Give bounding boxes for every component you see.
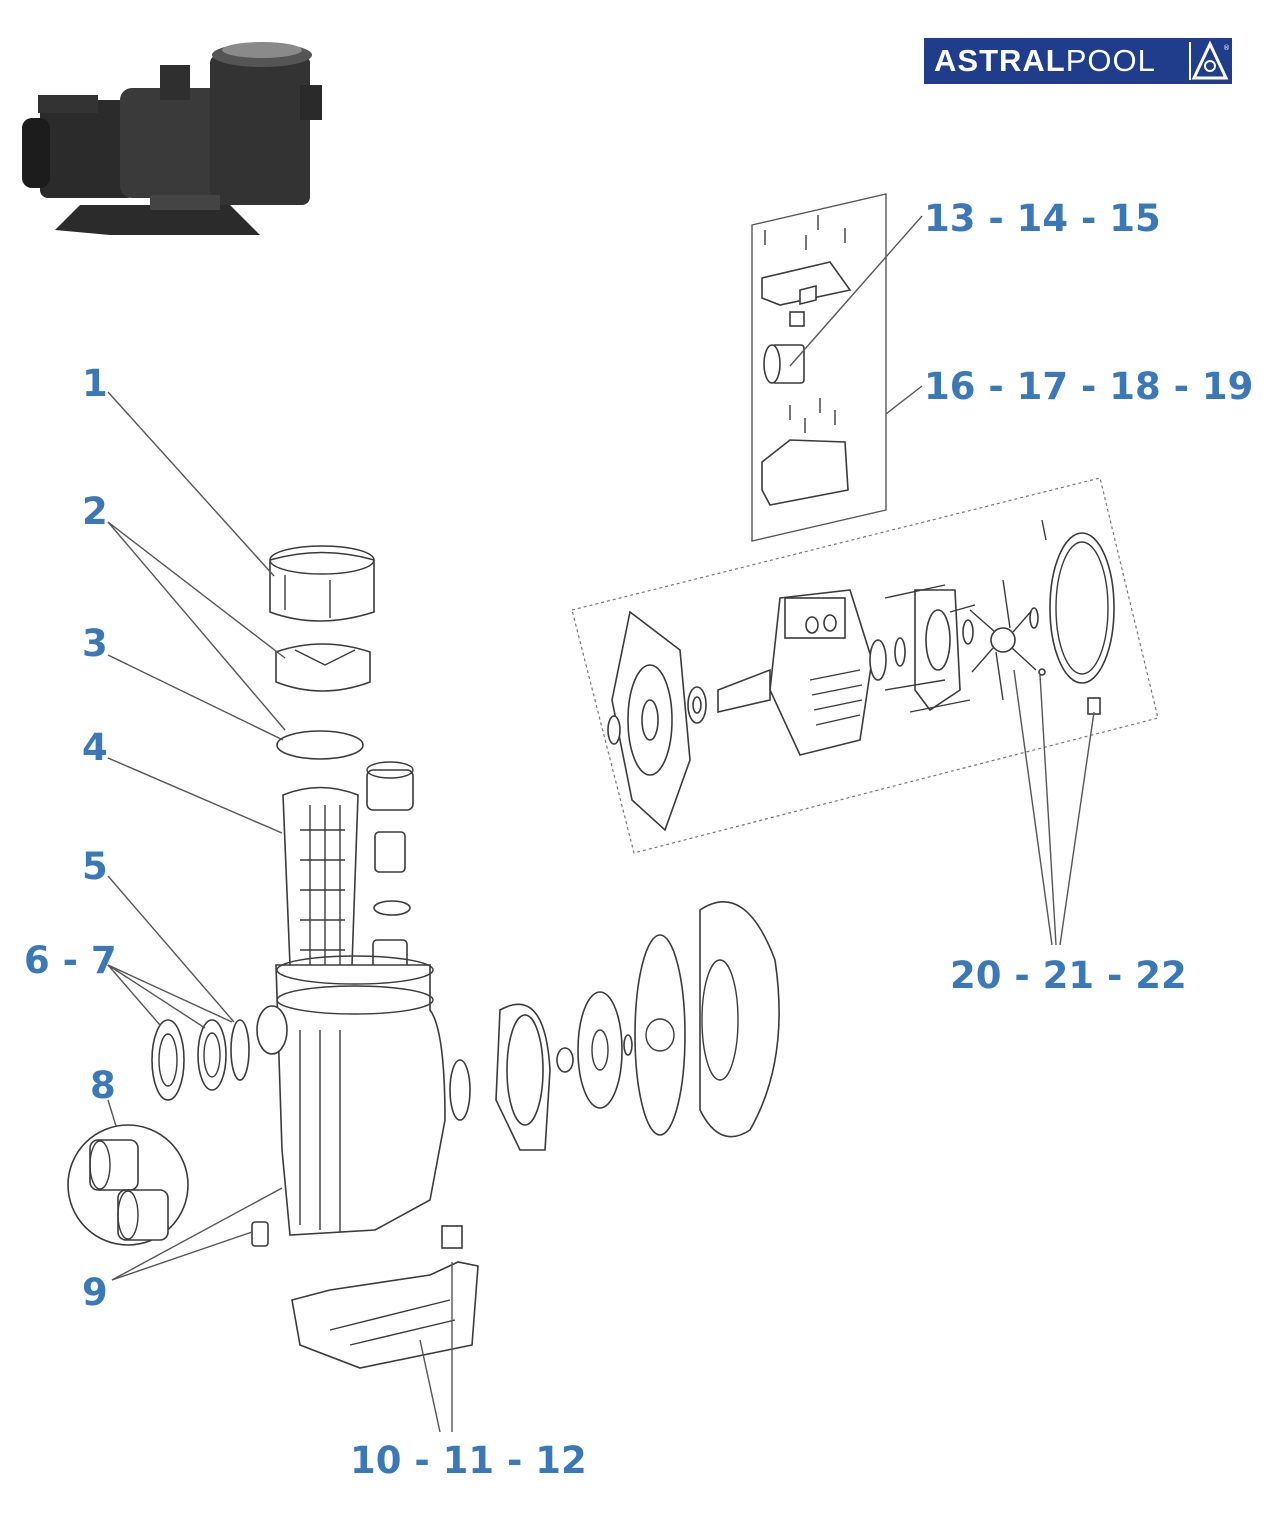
callout-4: 4 [82, 726, 108, 769]
logo-text-bold: ASTRAL [934, 43, 1066, 78]
astralpool-logo: ASTRALPOOL ® [924, 38, 1232, 84]
callout-1: 1 [82, 362, 108, 405]
leader-lines [107, 215, 1095, 1433]
callout-9: 9 [82, 1271, 108, 1314]
registered-mark: ® [1223, 44, 1230, 52]
logo-triangle-icon: ® [1189, 40, 1230, 80]
logo-text: ASTRALPOOL [924, 43, 1156, 79]
electrical-box-inset [751, 193, 887, 542]
callout-8: 8 [90, 1064, 116, 1107]
callout-20-21-22: 20 - 21 - 22 [950, 954, 1187, 997]
callout-10-11-12: 10 - 11 - 12 [350, 1439, 587, 1482]
callout-2: 2 [82, 490, 108, 533]
callout-6-7: 6 - 7 [24, 939, 117, 982]
callout-5: 5 [82, 845, 108, 888]
callout-16-17-18-19: 16 - 17 - 18 - 19 [924, 365, 1254, 408]
motor-assembly-box [571, 477, 1159, 854]
pump-product-photo [22, 42, 322, 235]
pump-body-parts [67, 545, 780, 1369]
callout-3: 3 [82, 622, 108, 665]
callout-13-14-15: 13 - 14 - 15 [924, 197, 1161, 240]
motor-parts [607, 519, 1115, 832]
logo-text-light: POOL [1065, 43, 1156, 78]
fan-icon [969, 579, 1037, 701]
basket-mesh [300, 805, 345, 965]
